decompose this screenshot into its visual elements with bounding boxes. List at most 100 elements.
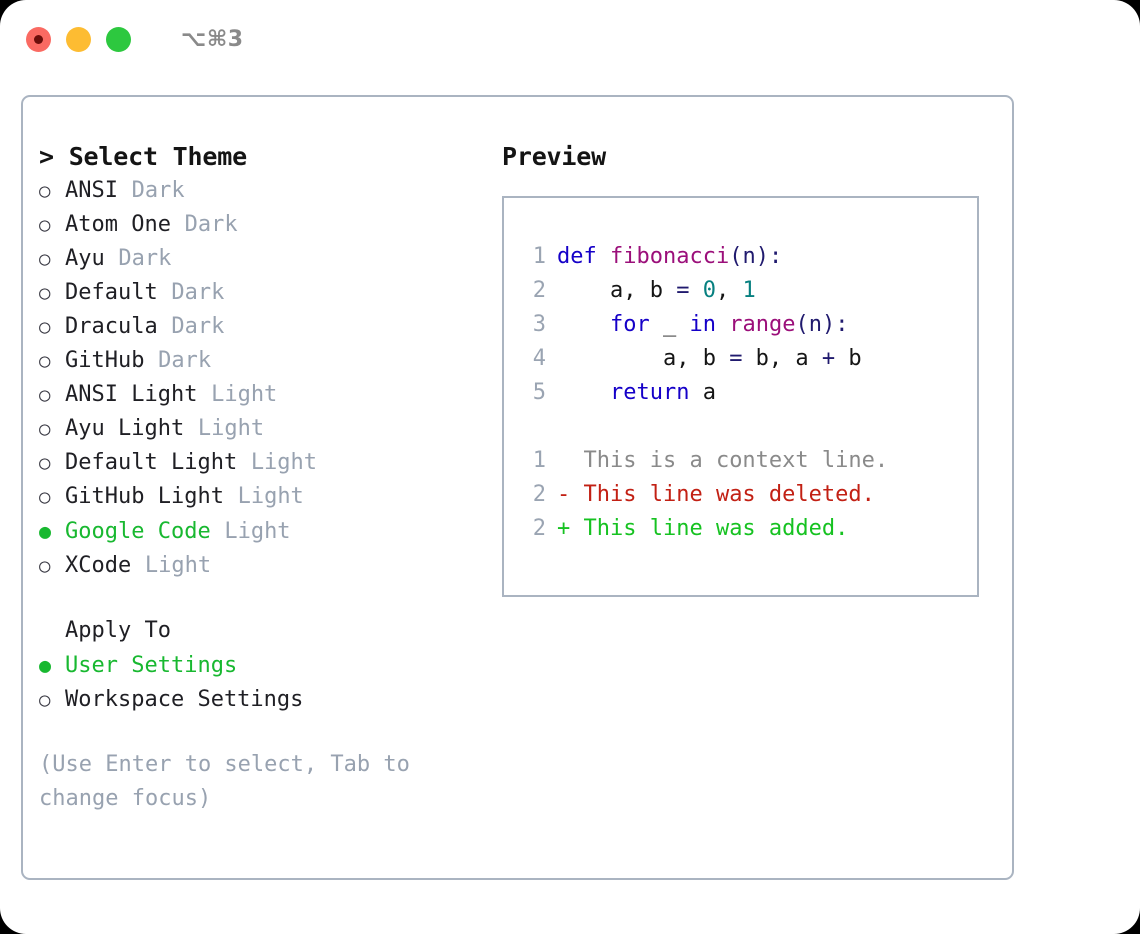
code-line-text: def fibonacci(n):: [557, 240, 782, 274]
code-token: 0: [702, 278, 716, 303]
apply-to-option-workspace-settings[interactable]: ○Workspace Settings: [39, 683, 493, 717]
theme-option-ayu[interactable]: ○ Ayu Dark: [39, 242, 493, 276]
theme-option-atom-one[interactable]: ○ Atom One Dark: [39, 208, 493, 242]
line-number: 4: [532, 346, 546, 371]
radio-unselected-icon: ○: [39, 214, 51, 236]
theme-option-label: ANSI: [65, 178, 118, 203]
code-token: ,: [715, 278, 743, 303]
code-token: =: [729, 346, 743, 371]
diff-sign: [557, 444, 570, 478]
code-token: [597, 244, 610, 269]
radio-unselected-icon: ○: [39, 486, 51, 508]
close-button[interactable]: [26, 26, 51, 52]
code-token: [557, 312, 610, 337]
radio-unselected-icon: ○: [39, 180, 51, 202]
code-token: b: [835, 346, 862, 371]
code-token: +: [821, 346, 836, 371]
diff-line-text: This is a context line.: [570, 448, 889, 473]
theme-variant-badge: Dark: [171, 280, 225, 305]
code-token: def: [557, 244, 597, 269]
line-number: 2: [532, 482, 546, 507]
code-token: range: [729, 312, 796, 337]
theme-option-ansi[interactable]: ○ ANSI Dark: [39, 174, 493, 208]
radio-unselected-icon: ○: [39, 689, 51, 711]
theme-variant-badge: Light: [211, 382, 278, 407]
apply-to-option-user-settings[interactable]: ●User Settings: [39, 648, 493, 683]
theme-option-xcode[interactable]: ○ XCode Light: [39, 549, 493, 583]
line-number: 2: [532, 516, 546, 541]
theme-variant-badge: Light: [250, 450, 318, 475]
radio-unselected-icon: ○: [39, 418, 51, 440]
radio-unselected-icon: ○: [39, 316, 51, 338]
theme-option-label: Default: [65, 280, 158, 305]
theme-option-label: XCode: [65, 553, 132, 578]
theme-variant-badge: Light: [237, 484, 304, 509]
diff-line: 2- This line was deleted.: [522, 478, 977, 512]
diff-line-text: This line was deleted.: [570, 482, 875, 507]
theme-option-label: Default Light: [65, 450, 238, 475]
theme-variant-badge: Dark: [158, 348, 212, 373]
keyboard-hint-text: (Use Enter to select, Tab to change focu…: [39, 752, 424, 811]
minimize-button[interactable]: [66, 26, 91, 52]
theme-variant-badge: Light: [224, 519, 291, 544]
theme-variant-badge: Light: [144, 553, 212, 578]
close-icon: [34, 34, 43, 44]
theme-option-label: Atom One: [65, 212, 171, 237]
code-token: 1: [742, 278, 756, 303]
code-line: 4 a, b = b, a + b: [522, 342, 977, 376]
apply-to-list: ●User Settings○Workspace Settings: [39, 648, 493, 717]
code-token: in: [689, 312, 716, 337]
traffic-lights: [26, 26, 131, 52]
theme-variant-badge: Light: [197, 416, 265, 441]
code-token: (n):: [795, 312, 849, 337]
code-line: 5 return a: [522, 376, 977, 410]
diff-sample-block: 1 This is a context line.2- This line wa…: [522, 444, 977, 546]
line-number: 5: [532, 380, 546, 405]
radio-selected-icon: ●: [39, 519, 52, 543]
theme-option-label: ANSI Light: [65, 382, 198, 407]
theme-option-label: Ayu Light: [65, 416, 185, 441]
theme-option-label: GitHub Light: [65, 484, 224, 509]
radio-unselected-icon: ○: [39, 248, 51, 270]
apply-to-title: Apply To: [65, 618, 171, 643]
code-line-text: for _ in range(n):: [557, 308, 848, 342]
theme-variant-badge: Dark: [171, 314, 225, 339]
code-token: for: [609, 312, 650, 337]
code-line-text: return a: [557, 376, 716, 410]
theme-option-github-light[interactable]: ○ GitHub Light Light: [39, 480, 493, 514]
radio-unselected-icon: ○: [39, 555, 51, 577]
theme-variant-badge: Dark: [118, 246, 172, 271]
theme-variant-badge: Dark: [184, 212, 238, 237]
theme-option-label: Ayu: [65, 246, 105, 271]
theme-variant-badge: Dark: [131, 178, 185, 203]
keyboard-shortcut-label: ⌥⌘3: [181, 26, 244, 52]
title-bar: ⌥⌘3: [0, 0, 1140, 78]
code-token: fibonacci: [610, 244, 730, 269]
theme-option-ayu-light[interactable]: ○ Ayu Light Light: [39, 412, 493, 446]
line-number: 1: [532, 244, 546, 269]
diff-line-text: This line was added.: [570, 516, 849, 541]
diff-line: 2 + This line was added.: [522, 512, 977, 546]
code-token: _: [649, 312, 690, 337]
code-token: =: [676, 278, 703, 303]
diff-sign: +: [557, 516, 571, 541]
theme-option-default[interactable]: ○ Default Dark: [39, 276, 493, 310]
maximize-button[interactable]: [106, 26, 131, 52]
code-token: [557, 380, 610, 405]
radio-unselected-icon: ○: [39, 282, 51, 304]
code-token: a, b: [557, 278, 677, 303]
code-line: 1 def fibonacci(n):: [522, 240, 977, 274]
code-line-text: a, b = 0, 1: [557, 274, 756, 308]
code-token: return: [609, 380, 690, 405]
